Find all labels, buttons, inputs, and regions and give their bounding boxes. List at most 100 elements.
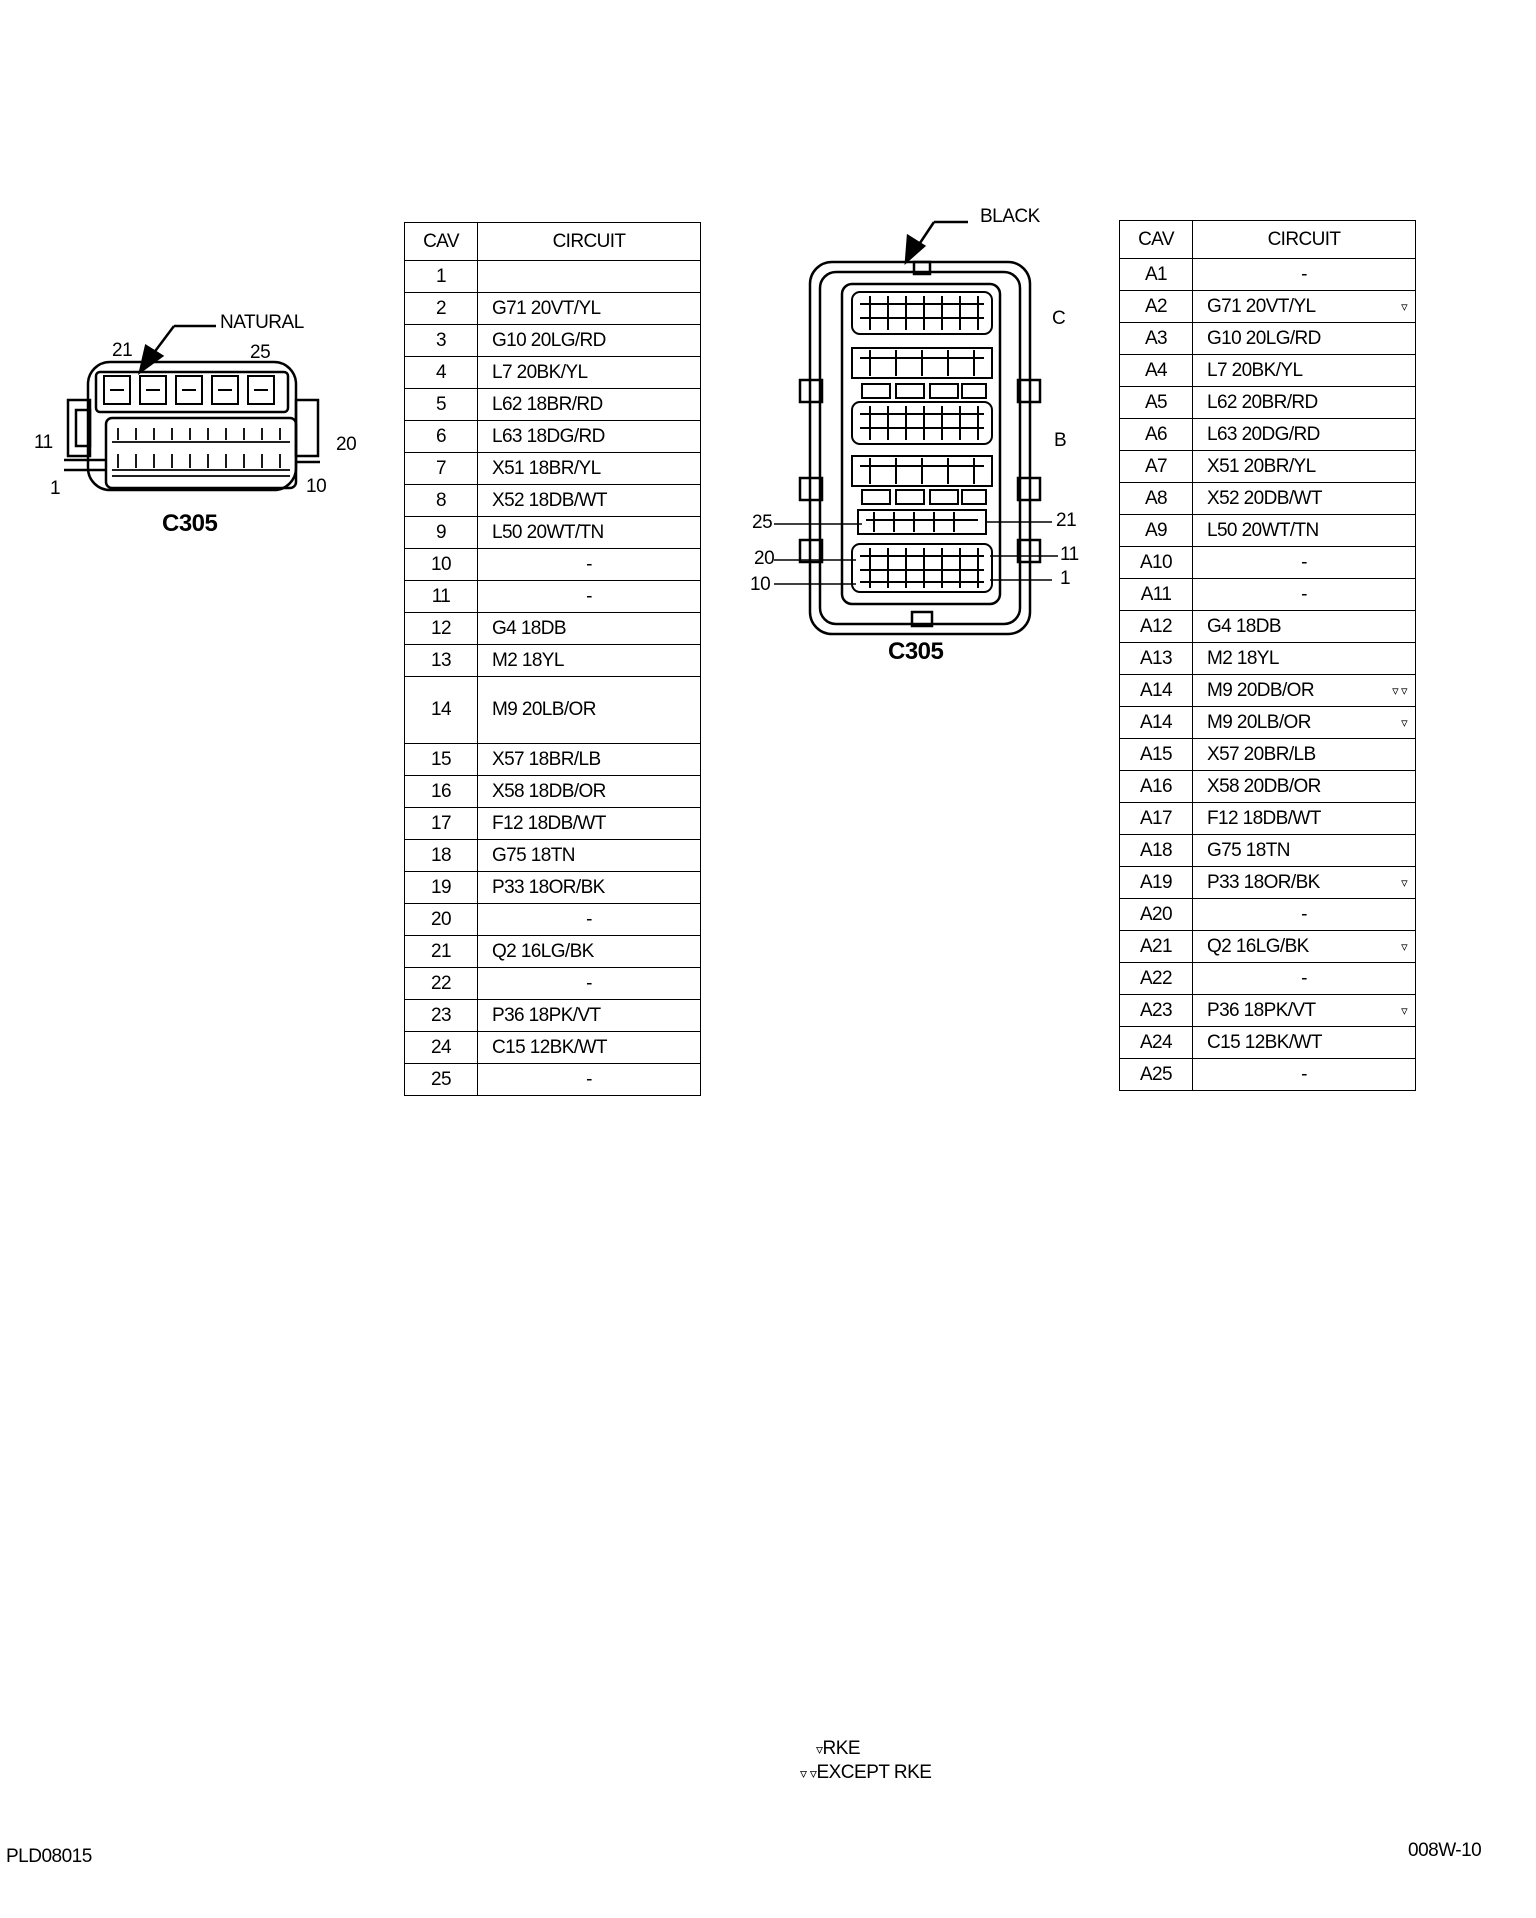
cav-cell: 11 <box>404 580 478 613</box>
circuit-cell: M9 20LB/OR <box>477 676 701 744</box>
circuit-cell: L7 20BK/YL <box>477 356 701 389</box>
circuit-cell: G4 18DB <box>1192 610 1416 643</box>
circuit-text: M2 18YL <box>492 649 564 671</box>
circuit-text: M9 20DB/OR <box>1207 679 1315 701</box>
circuit-text: L50 20WT/TN <box>1207 519 1319 541</box>
circuit-cell: - <box>477 548 701 581</box>
circuit-text: C15 12BK/WT <box>492 1036 607 1058</box>
right-section-b: B <box>1054 430 1067 451</box>
circuit-cell: L62 18BR/RD <box>477 388 701 421</box>
table-row: 22- <box>404 967 701 1000</box>
cav-cell: A12 <box>1119 610 1193 643</box>
table-row: 25- <box>404 1063 701 1096</box>
circuit-cell: L62 20BR/RD <box>1192 386 1416 419</box>
circuit-text: M9 20LB/OR <box>1207 711 1311 733</box>
circuit-text: - <box>586 1068 592 1090</box>
legend-rke: ▿RKE <box>816 1738 861 1760</box>
circuit-cell <box>477 260 701 293</box>
cav-cell: 4 <box>404 356 478 389</box>
circuit-cell: M9 20LB/OR▿ <box>1192 706 1416 739</box>
circuit-cell: F12 18DB/WT <box>1192 802 1416 835</box>
circuit-cell: - <box>1192 546 1416 579</box>
circuit-cell: - <box>1192 898 1416 931</box>
circuit-text: Q2 16LG/BK <box>1207 935 1309 957</box>
cav-cell: A3 <box>1119 322 1193 355</box>
cav-cell: 9 <box>404 516 478 549</box>
circuit-text: M2 18YL <box>1207 647 1279 669</box>
cav-cell: 3 <box>404 324 478 357</box>
cav-cell: 14 <box>404 676 478 744</box>
circuit-cell: L7 20BK/YL <box>1192 354 1416 387</box>
circuit-text: G71 20VT/YL <box>1207 295 1316 317</box>
table-row: A10- <box>1119 546 1416 579</box>
circuit-cell: Q2 16LG/BK <box>477 935 701 968</box>
circuit-text: X58 18DB/OR <box>492 780 606 802</box>
header-cav: CAV <box>404 222 478 261</box>
circuit-text: - <box>586 908 592 930</box>
circuit-cell: L63 18DG/RD <box>477 420 701 453</box>
table-row: A22- <box>1119 962 1416 995</box>
circuit-text: L63 18DG/RD <box>492 425 605 447</box>
circuit-cell: - <box>1192 578 1416 611</box>
table-row: 1 <box>404 260 701 293</box>
circuit-text: P33 18OR/BK <box>492 876 605 898</box>
table-row: A20- <box>1119 898 1416 931</box>
rke-marker-icon: ▿ <box>1401 1002 1408 1018</box>
circuit-text: X51 20BR/YL <box>1207 455 1316 477</box>
circuit-cell: G71 20VT/YL▿ <box>1192 290 1416 323</box>
cav-cell: A23 <box>1119 994 1193 1027</box>
circuit-cell: - <box>1192 962 1416 995</box>
header-circuit: CIRCUIT <box>1192 220 1416 259</box>
circuit-cell: M9 20DB/OR▿ ▿ <box>1192 674 1416 707</box>
right-pin-11: 11 <box>1060 544 1079 565</box>
right-pin-25: 25 <box>752 512 773 533</box>
circuit-cell: G75 18TN <box>1192 834 1416 867</box>
cav-cell: A14 <box>1119 674 1193 707</box>
circuit-cell: G10 20LG/RD <box>477 324 701 357</box>
circuit-cell: - <box>477 1063 701 1096</box>
cav-cell: 7 <box>404 452 478 485</box>
cav-cell: A22 <box>1119 962 1193 995</box>
header-circuit: CIRCUIT <box>477 222 701 261</box>
table-row: 10- <box>404 548 701 581</box>
circuit-text: L63 20DG/RD <box>1207 423 1320 445</box>
cav-cell: A14 <box>1119 706 1193 739</box>
cav-cell: 16 <box>404 775 478 808</box>
table-row: 11- <box>404 580 701 613</box>
right-pin-10: 10 <box>750 574 771 595</box>
cav-cell: A5 <box>1119 386 1193 419</box>
circuit-text: X57 20BR/LB <box>1207 743 1316 765</box>
circuit-cell: F12 18DB/WT <box>477 807 701 840</box>
circuit-text: - <box>1301 263 1307 285</box>
cav-cell: 12 <box>404 612 478 645</box>
left-pin-11: 11 <box>34 432 53 453</box>
cav-cell: 1 <box>404 260 478 293</box>
except-rke-symbol-icon: ▿ ▿ <box>800 1765 817 1781</box>
cav-cell: A19 <box>1119 866 1193 899</box>
cav-cell: 6 <box>404 420 478 453</box>
circuit-text: Q2 16LG/BK <box>492 940 594 962</box>
circuit-cell: X51 18BR/YL <box>477 452 701 485</box>
legend-rke-text: RKE <box>822 1738 861 1759</box>
